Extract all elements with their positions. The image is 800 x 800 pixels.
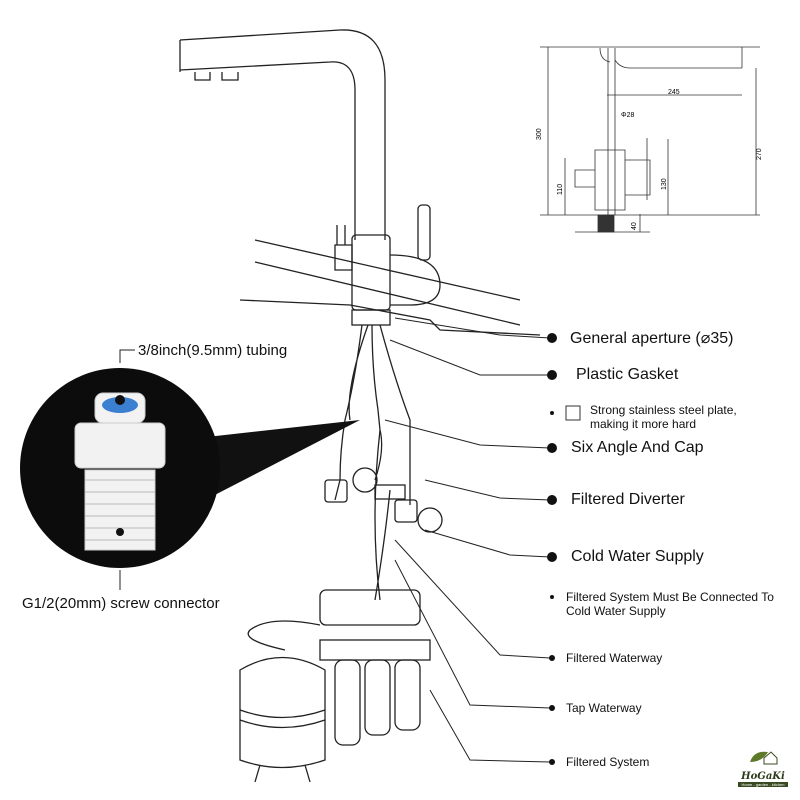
callout-cold-water-supply: Cold Water Supply [571,548,704,565]
dim-270: 270 [756,148,763,160]
dim-110: 110 [557,184,564,195]
screw-connector-label: G1/2(20mm) screw connector [22,595,220,612]
hogaki-logo: HoGaKi Home - garden - kitchen [738,748,788,787]
leaf-house-icon [750,751,778,765]
dim-40: 40 [631,222,638,230]
callout-filtered-system: Filtered System [566,755,650,769]
callout-plastic-gasket: Plastic Gasket [576,366,679,383]
logo-tagline: Home - garden - kitchen [738,782,788,787]
dim-130: 130 [661,178,668,190]
dim-300: 300 [536,128,543,140]
callout-filtered-system-note: Filtered System Must Be Connected To Col… [566,590,774,618]
callout-filtered-waterway: Filtered Waterway [566,651,663,665]
callout-tap-waterway: Tap Waterway [566,701,642,715]
tubing-label: 3/8inch(9.5mm) tubing [138,342,288,359]
dim-245: 245 [668,89,680,96]
dim-28: Φ28 [621,112,634,119]
logo-name: HoGaKi [741,771,785,782]
callout-filtered-diverter: Filtered Diverter [571,491,685,508]
callout-steel-plate: Strong stainless steel plate, making it … [590,403,737,431]
callout-six-angle-cap: Six Angle And Cap [571,439,704,456]
callout-general-aperture: General aperture (⌀35) [570,330,734,347]
